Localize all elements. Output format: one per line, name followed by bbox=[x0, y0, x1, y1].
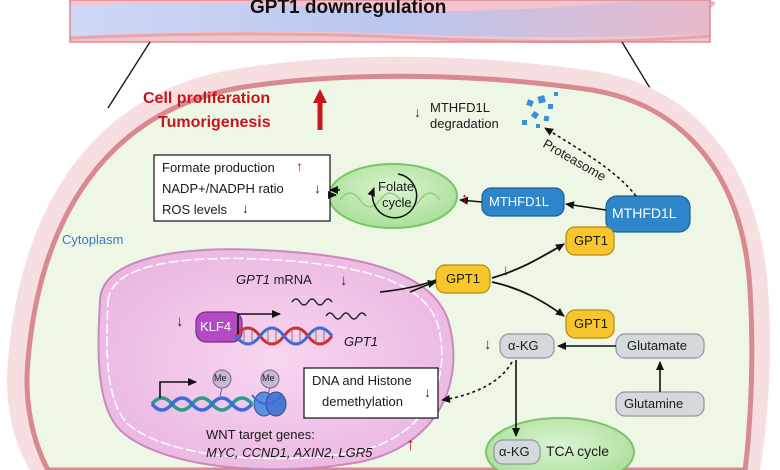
akg-bottom-pill bbox=[493, 439, 541, 465]
tss-arrow-wnt bbox=[159, 378, 197, 398]
tissue-banner bbox=[69, 0, 716, 44]
outputs-box bbox=[153, 154, 331, 222]
akg-left-pill bbox=[499, 333, 555, 359]
tss-arrow-gpt1 bbox=[237, 310, 281, 334]
proteasome-debris-icon bbox=[522, 92, 558, 128]
demethylation-box bbox=[303, 367, 439, 419]
mthfd1l-outer-pill bbox=[605, 195, 691, 233]
klf4-pill bbox=[195, 311, 243, 343]
flow-arrows bbox=[328, 127, 664, 437]
zoom-line-left bbox=[107, 41, 151, 109]
methyl-link-2 bbox=[267, 387, 271, 395]
methyl-circle-1 bbox=[212, 369, 232, 389]
glutamate-pill bbox=[615, 333, 705, 359]
methyl-link-1 bbox=[219, 387, 223, 397]
dna-helix-wnt bbox=[150, 391, 287, 417]
mrna-squiggle-2 bbox=[325, 312, 367, 320]
mrna-squiggle-1 bbox=[291, 298, 333, 306]
dna-helix-gpt1 bbox=[234, 326, 334, 346]
gpt1-lower-pill bbox=[565, 309, 615, 339]
nucleus bbox=[97, 248, 455, 470]
gpt1-upper-pill bbox=[565, 226, 615, 256]
methyl-circle-2 bbox=[260, 369, 280, 389]
mthfd1l-inner-pill bbox=[481, 187, 565, 217]
glutamine-pill bbox=[615, 391, 705, 417]
folate-cycle-ring bbox=[367, 173, 418, 219]
gpt1-center-pill bbox=[435, 264, 491, 294]
